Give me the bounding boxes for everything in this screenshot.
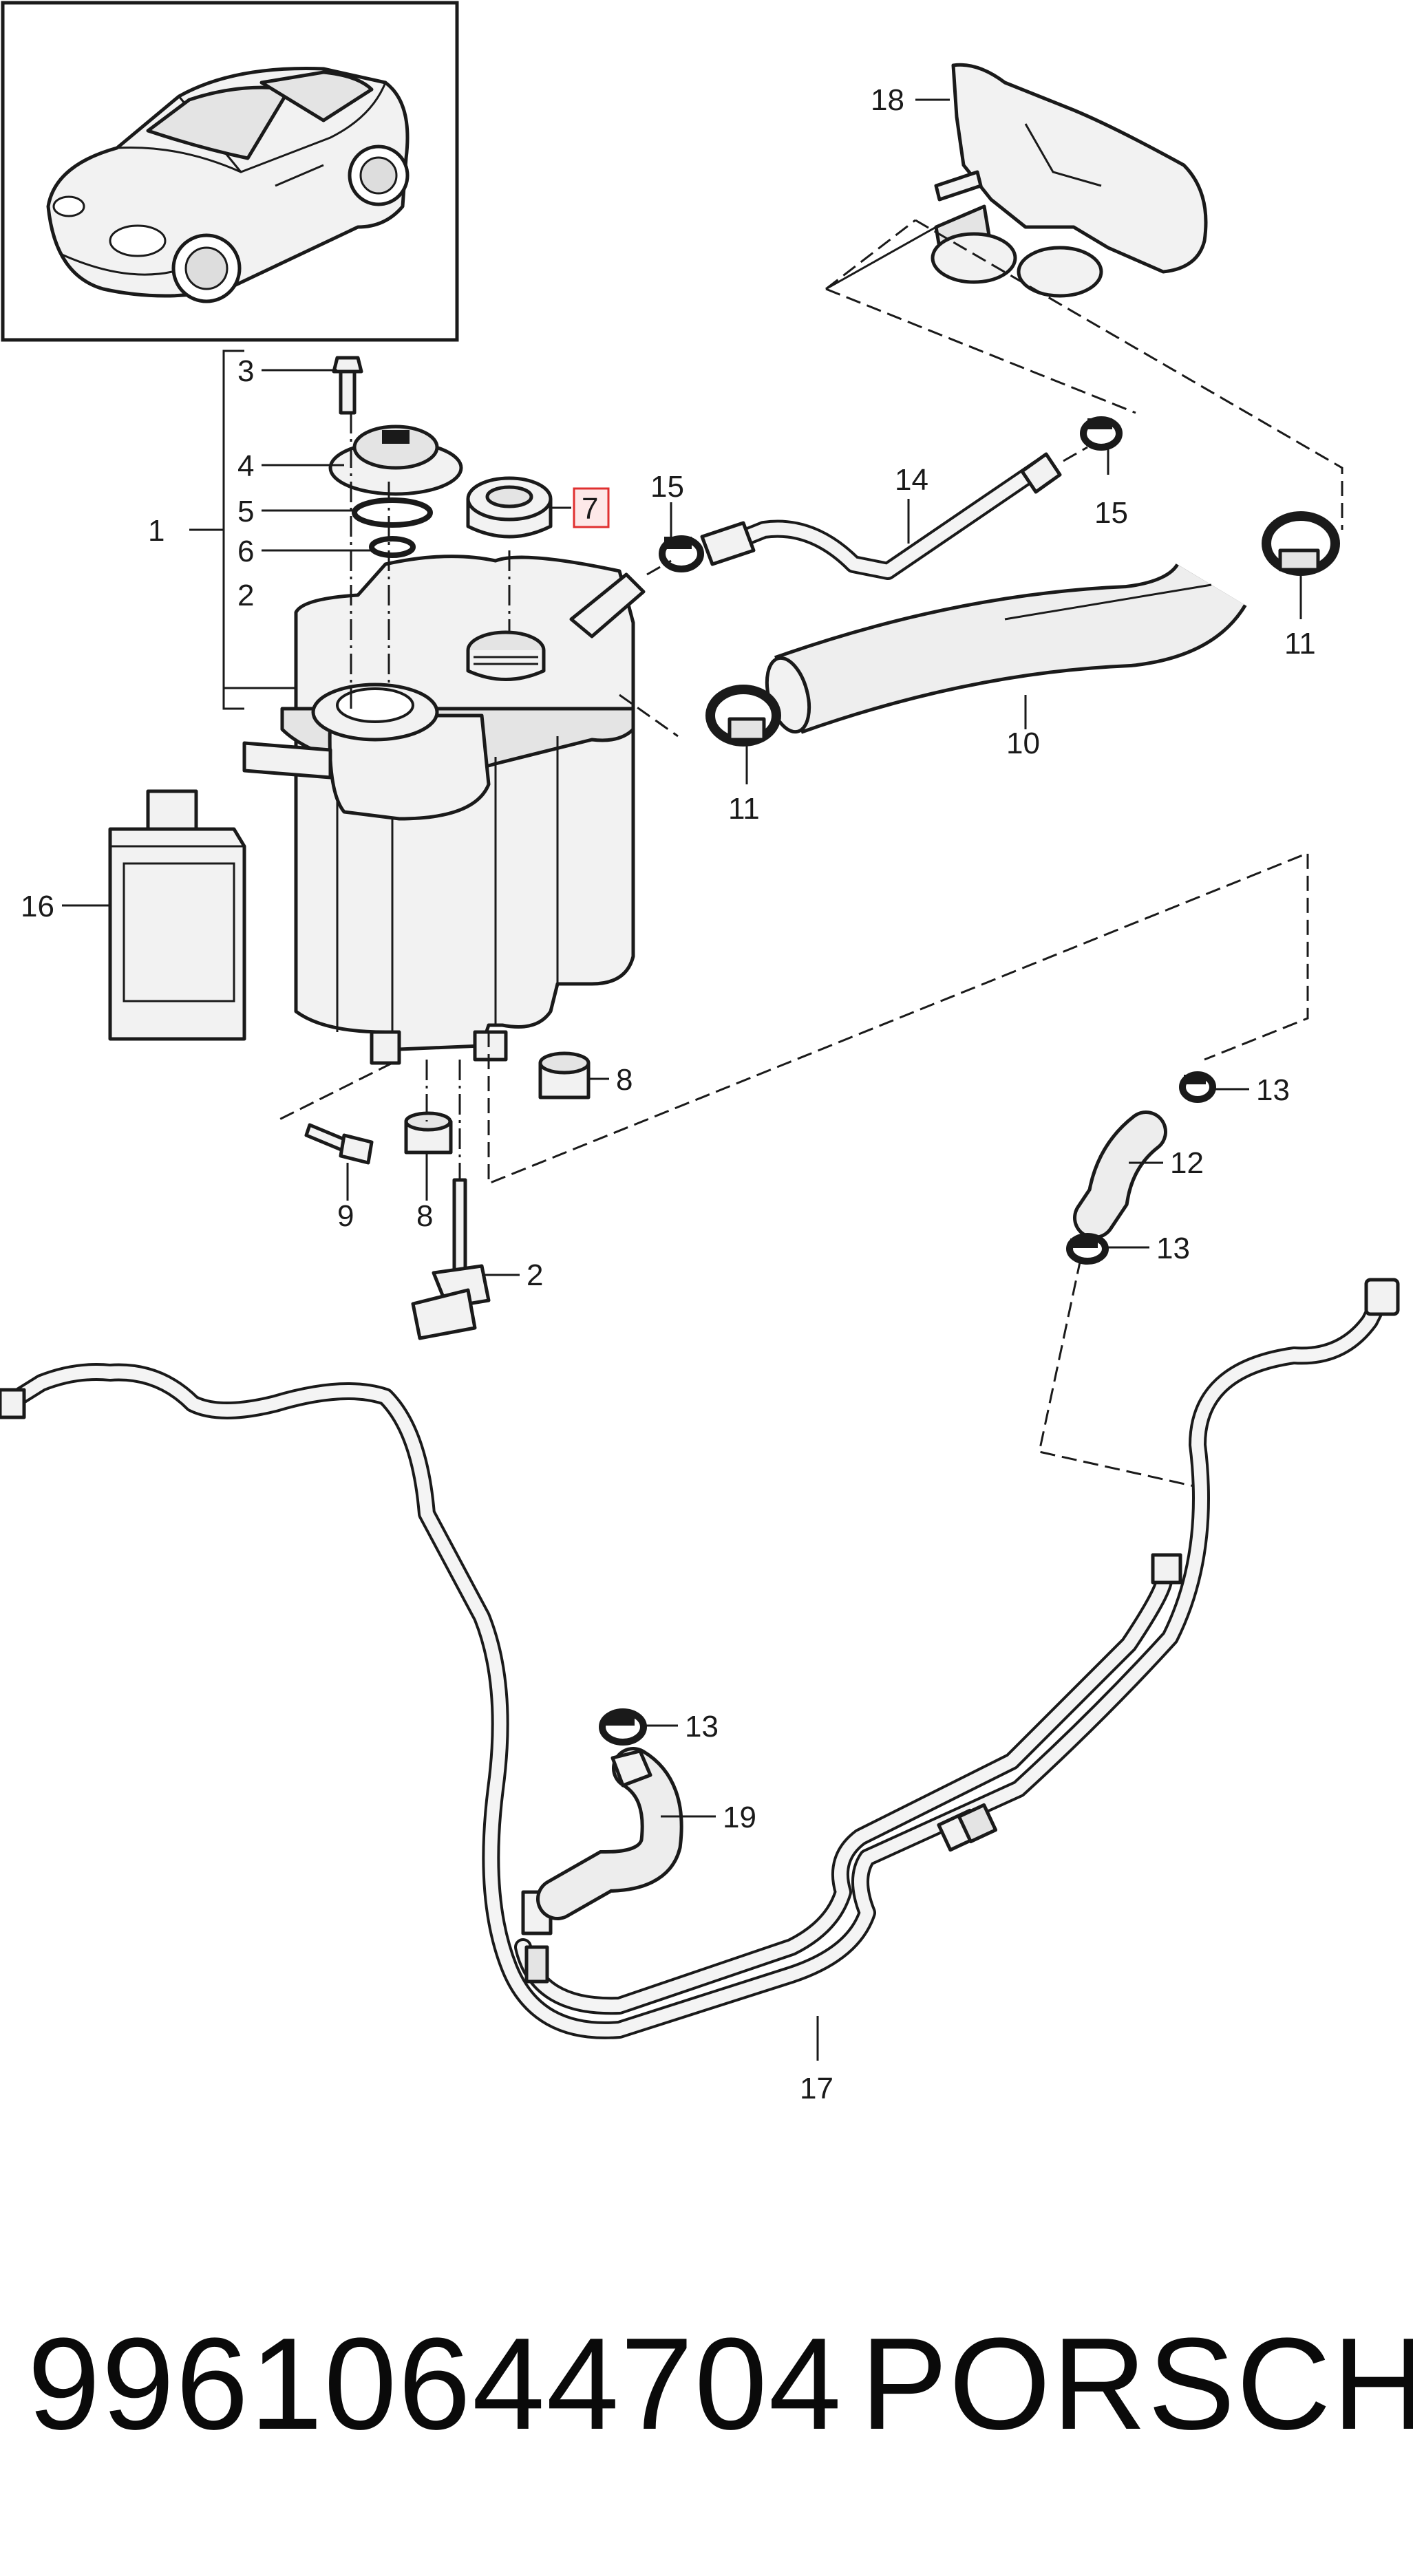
callout-14: 14	[895, 463, 928, 497]
brand-name: PORSCHE	[860, 2311, 1413, 2457]
callout-18: 18	[871, 83, 904, 117]
callout-10: 10	[1006, 727, 1040, 760]
seal-8-right	[538, 1051, 591, 1099]
callout-17: 17	[800, 2072, 833, 2105]
clip-11-left	[705, 685, 781, 747]
clip-13-upper	[1179, 1071, 1216, 1103]
callout-16: 16	[21, 890, 54, 923]
clip-15-right	[1080, 416, 1123, 451]
callout-13-upper: 13	[1256, 1073, 1290, 1107]
highlight-box-7	[573, 487, 610, 528]
callout-15-right: 15	[1094, 496, 1128, 530]
thermostat-housing-18	[931, 63, 1208, 298]
o-ring-5	[352, 497, 433, 528]
part-number: 99610644704	[28, 2311, 842, 2457]
retaining-cap-4	[328, 425, 463, 496]
callout-2-upper: 2	[237, 579, 254, 612]
callout-19: 19	[723, 1801, 756, 1834]
callout-6: 6	[237, 535, 254, 568]
callout-13-mid: 13	[1156, 1232, 1190, 1265]
callout-1: 1	[148, 514, 164, 548]
callout-layer: 1 2 2 3 4 5 6 7 8 8 9 10 11 11 12 13 13 …	[21, 83, 1316, 2105]
bolt-9	[304, 1123, 374, 1165]
clip-15-left	[659, 535, 704, 572]
clip-13-lower	[599, 1708, 647, 1746]
callout-15-left: 15	[650, 470, 684, 504]
callout-4: 4	[237, 449, 254, 483]
callout-3: 3	[237, 354, 254, 388]
filler-cap-7	[466, 476, 553, 539]
callout-2-lower: 2	[527, 1258, 543, 1292]
coolant-reservoir	[242, 555, 646, 1065]
assembly-bracket	[222, 350, 244, 710]
screw-3	[332, 356, 363, 415]
level-sensor-2	[411, 1178, 491, 1340]
callout-8-right: 8	[616, 1063, 633, 1097]
callout-11-left: 11	[728, 792, 760, 826]
seal-8-left	[404, 1111, 453, 1155]
callout-11-right: 11	[1284, 627, 1316, 661]
coolant-bottle-16	[108, 789, 246, 1041]
callout-9: 9	[337, 1199, 354, 1233]
car-thumbnail	[1, 1, 459, 342]
callout-5: 5	[237, 495, 254, 528]
callout-13-lower: 13	[685, 1710, 719, 1743]
coolant-pipe-17	[0, 1278, 1400, 2039]
clip-11-right	[1262, 511, 1340, 576]
callout-8-left: 8	[416, 1199, 433, 1233]
callout-12: 12	[1170, 1146, 1204, 1180]
callout-7: 7	[582, 492, 598, 526]
clip-13-mid	[1066, 1233, 1109, 1265]
o-ring-6	[369, 536, 416, 558]
